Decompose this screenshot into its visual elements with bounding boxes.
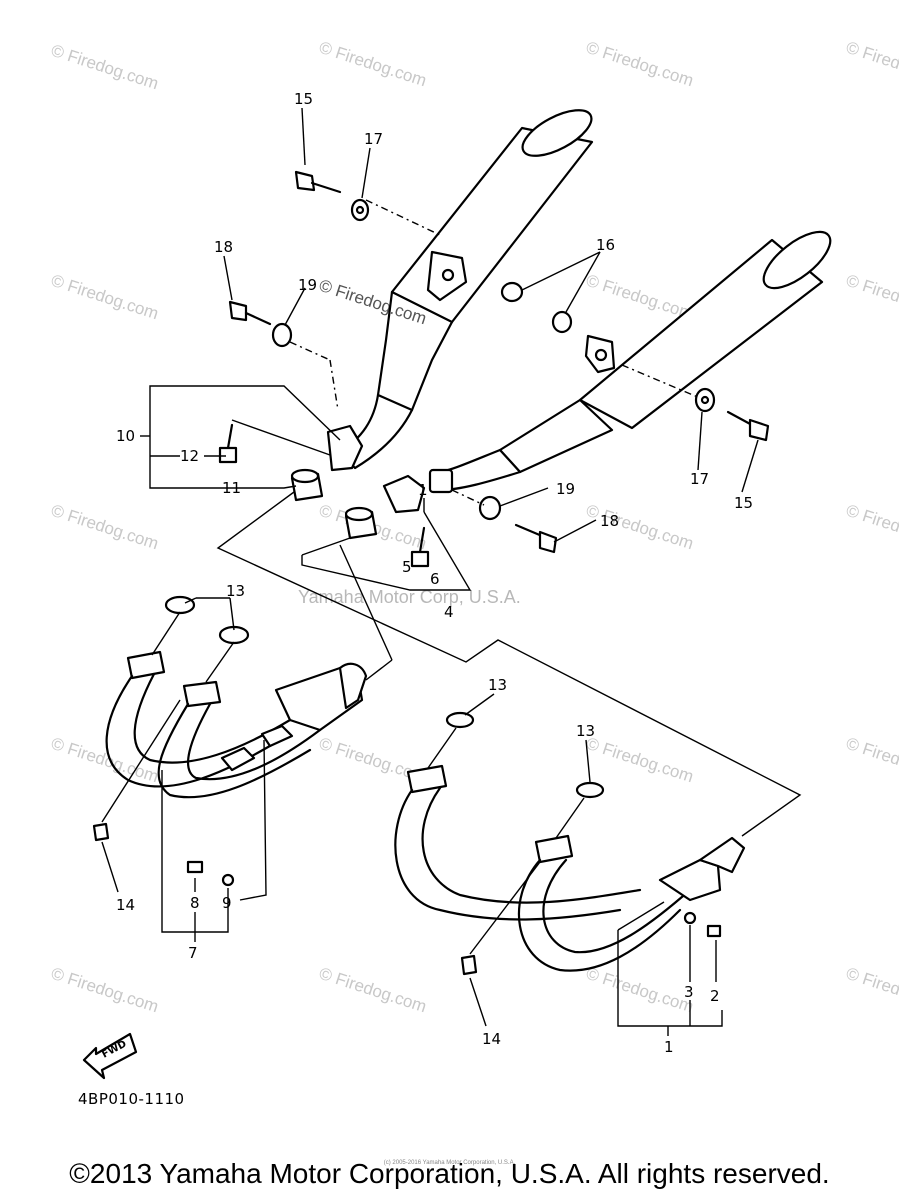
callout-12: 12 [180, 447, 199, 465]
watermark: © Firedog.com [844, 964, 899, 1017]
exhaust-pipe-right [394, 711, 746, 976]
callout-19: 19 [556, 480, 575, 498]
muffler-right [382, 230, 832, 514]
center-watermark: Yamaha Motor Corp, U.S.A. [298, 587, 521, 607]
watermark: © Firedog.com [317, 964, 429, 1017]
fine-print: (c) 2005-2016 Yamaha Motor Corporation, … [383, 1160, 516, 1166]
watermark: © Firedog.com [584, 964, 696, 1017]
callout-2: 2 [710, 987, 720, 1005]
callout-15: 15 [294, 90, 313, 108]
watermark: © Firedog.com [49, 271, 161, 324]
watermark: © Firedog.com [584, 271, 696, 324]
watermark: © Firedog.com [49, 501, 161, 554]
callout-9: 9 [222, 894, 232, 912]
callout-15: 15 [734, 494, 753, 512]
callout-11: 11 [222, 479, 241, 497]
callout-1: 1 [418, 481, 428, 499]
watermark: © Firedog.com [317, 38, 429, 91]
callout-16: 16 [596, 236, 615, 254]
callout-14: 14 [482, 1030, 501, 1048]
watermark: © Firedog.com [844, 38, 899, 91]
callout-6: 6 [430, 570, 440, 588]
callout-3: 3 [684, 983, 694, 1001]
callout-10: 10 [116, 427, 135, 445]
watermark: © Firedog.com [844, 734, 899, 787]
watermark: © Firedog.com [584, 38, 696, 91]
callout-13: 13 [226, 582, 245, 600]
watermark-layer: © Firedog.com © Firedog.com © Firedog.co… [49, 38, 899, 1017]
callout-7: 7 [188, 944, 198, 962]
leader-lines [101, 107, 802, 1036]
callout-19: 19 [298, 276, 317, 294]
callout-13: 13 [576, 722, 595, 740]
watermark: © Firedog.com [49, 964, 161, 1017]
muffler-left [326, 109, 594, 472]
callout-1: 1 [664, 1038, 674, 1056]
callout-18: 18 [214, 238, 233, 256]
callout-18: 18 [600, 512, 619, 530]
callout-5: 5 [402, 558, 412, 576]
callout-4: 4 [444, 603, 454, 621]
watermark: © Firedog.com [49, 734, 161, 787]
watermark: © Firedog.com [49, 41, 161, 94]
callout-17: 17 [690, 470, 709, 488]
callout-17: 17 [364, 130, 383, 148]
callout-8: 8 [190, 894, 200, 912]
copyright-notice: ©2013 Yamaha Motor Corporation, U.S.A. A… [69, 1158, 830, 1189]
diagram-code: 4BP010-1110 [78, 1090, 185, 1108]
watermark: © Firedog.com [844, 501, 899, 554]
watermark: © Firedog.com [844, 271, 899, 324]
fwd-arrow-icon: FWD [82, 1032, 138, 1080]
fasteners-upper [218, 170, 770, 568]
callout-14: 14 [116, 896, 135, 914]
callouts: 15 17 18 19 16 10 12 11 1 5 6 4 19 18 17… [116, 90, 753, 1056]
watermark: © Firedog.com [584, 734, 696, 787]
callout-13: 13 [488, 676, 507, 694]
